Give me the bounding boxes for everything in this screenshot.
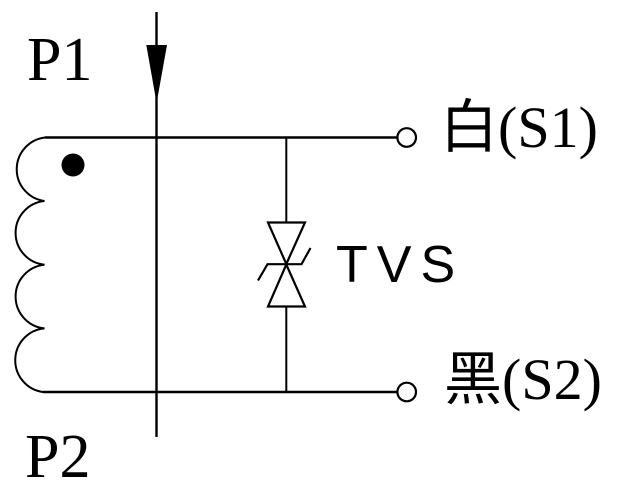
label-output-black-s2: 黑(S2) bbox=[444, 347, 602, 412]
bidirectional-tvs-diode-icon bbox=[257, 137, 312, 392]
down-arrow-icon bbox=[146, 12, 167, 437]
coil-icon bbox=[14, 136, 46, 393]
label-output-white-s1: 白(S1) bbox=[440, 95, 598, 160]
label-primary-p1: P1 bbox=[27, 26, 93, 94]
label-tvs-device: TVS bbox=[336, 236, 465, 294]
polarity-dot-icon bbox=[61, 153, 85, 177]
open-circle-terminal-icon bbox=[396, 381, 418, 403]
label-primary-p2: P2 bbox=[25, 423, 91, 491]
open-circle-terminal-icon bbox=[396, 127, 418, 148]
